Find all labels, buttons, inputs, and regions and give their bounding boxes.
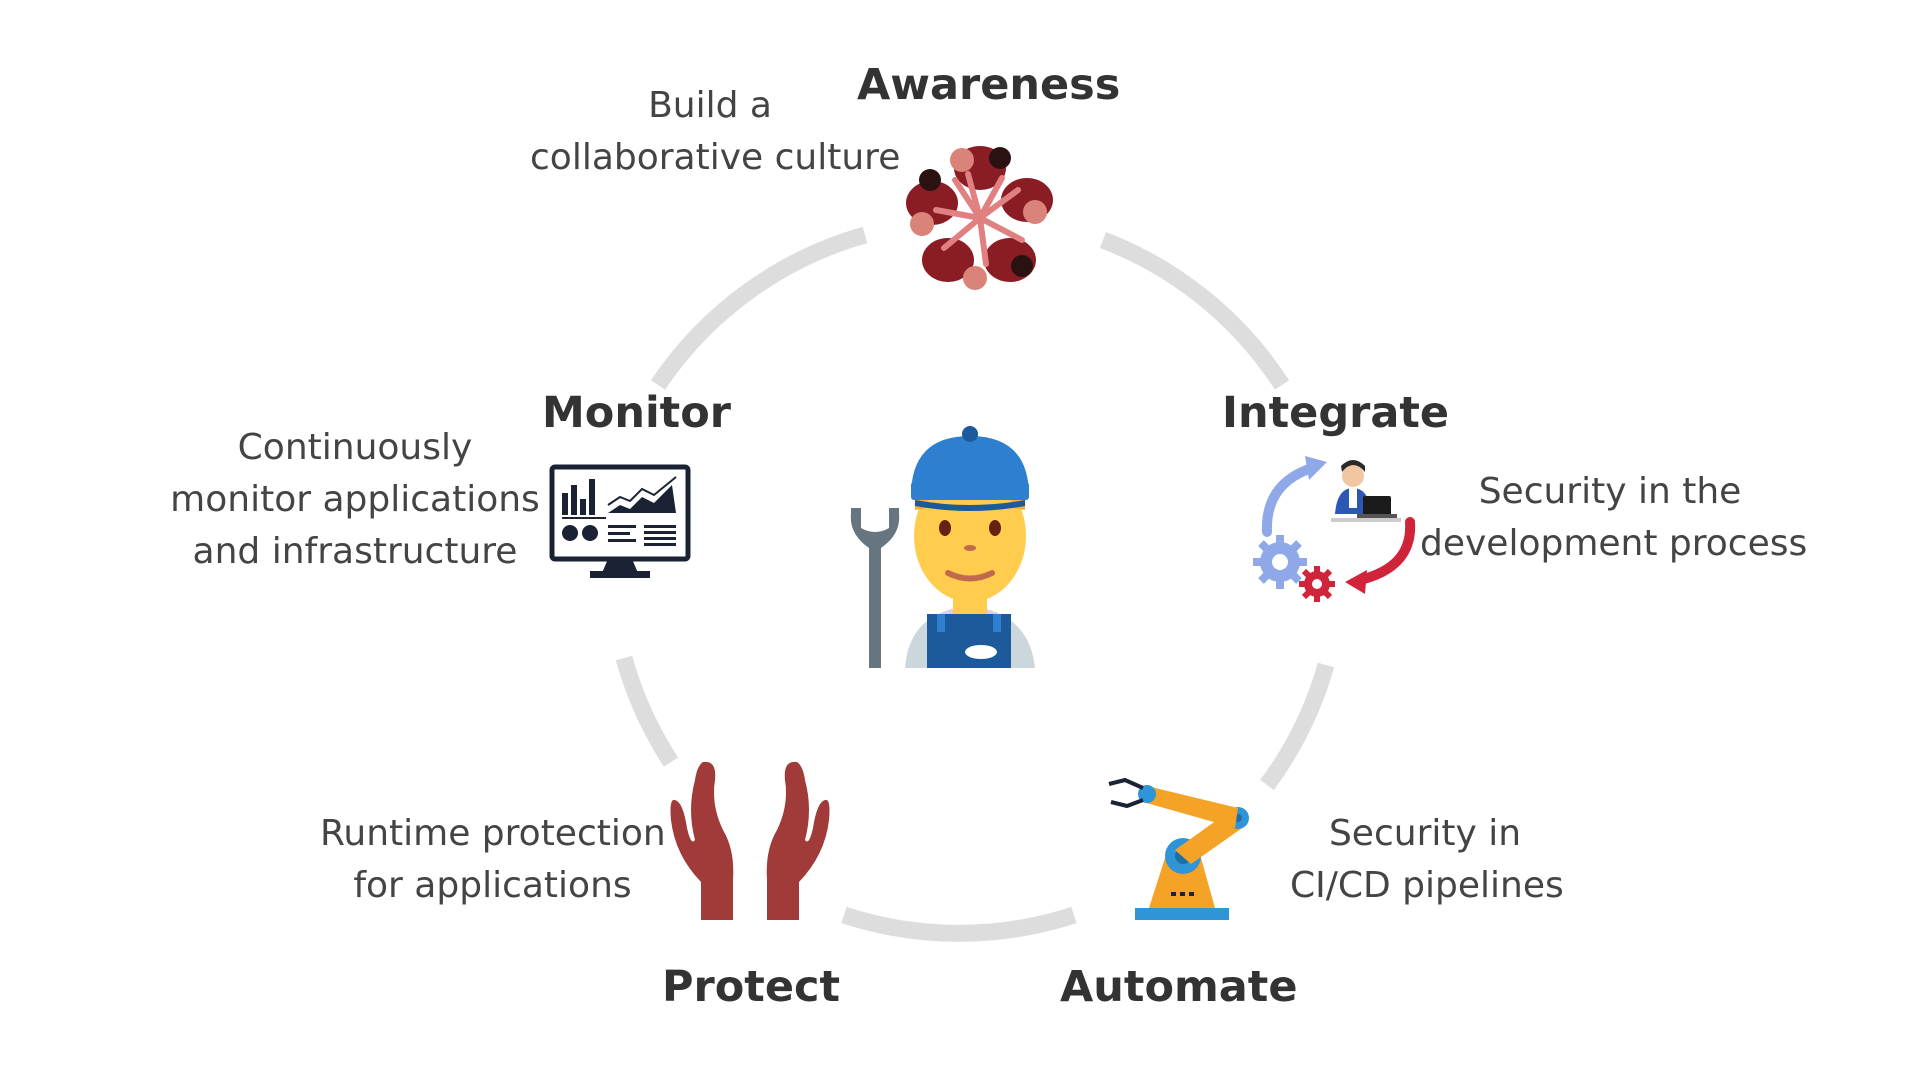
automate-title: Automate — [1060, 962, 1298, 1012]
integrate-description: Security in the development process — [1420, 466, 1808, 570]
protect-title: Protect — [662, 962, 841, 1012]
ring-segment-protect-monitor — [615, 655, 679, 767]
protect-description: Runtime protection for applications — [320, 808, 666, 912]
ring-segment-integrate-automate — [1260, 662, 1335, 791]
monitor-title: Monitor — [542, 388, 731, 438]
automate-desc-line-2: CI/CD pipelines — [1290, 865, 1564, 906]
robot-arm-icon — [1108, 777, 1249, 920]
monitor-desc-line-2: monitor applications — [170, 479, 540, 520]
protect-desc-line-2: for applications — [353, 865, 632, 906]
team-circle-icon — [906, 146, 1053, 290]
dev-cycle-icon — [1253, 456, 1416, 602]
mechanic-icon — [850, 426, 1035, 668]
protect-desc-line-1: Runtime protection — [320, 813, 666, 854]
monitor-desc-line-3: and infrastructure — [192, 531, 518, 572]
monitor-description: Continuously monitor applications and in… — [170, 422, 540, 578]
awareness-title: Awareness — [857, 60, 1121, 110]
integrate-desc-line-2: development process — [1420, 523, 1808, 564]
dashboard-monitor-icon — [549, 464, 691, 578]
wrench-icon — [850, 508, 900, 668]
awareness-desc-line-1: Build a — [648, 85, 772, 126]
automate-description: Security in CI/CD pipelines — [1290, 808, 1564, 912]
ring-segment-awareness-monitor — [650, 226, 868, 390]
ring-segment-awareness-integrate — [1099, 232, 1290, 390]
monitor-desc-line-1: Continuously — [237, 427, 473, 468]
automate-desc-line-1: Security in — [1328, 813, 1522, 854]
integrate-desc-line-1: Security in the — [1478, 471, 1742, 512]
ring-segment-automate-protect — [841, 906, 1077, 942]
awareness-description: Build a collaborative culture — [530, 80, 901, 184]
integrate-title: Integrate — [1222, 388, 1450, 438]
open-hands-icon — [670, 761, 830, 920]
awareness-desc-line-2: collaborative culture — [530, 137, 901, 178]
